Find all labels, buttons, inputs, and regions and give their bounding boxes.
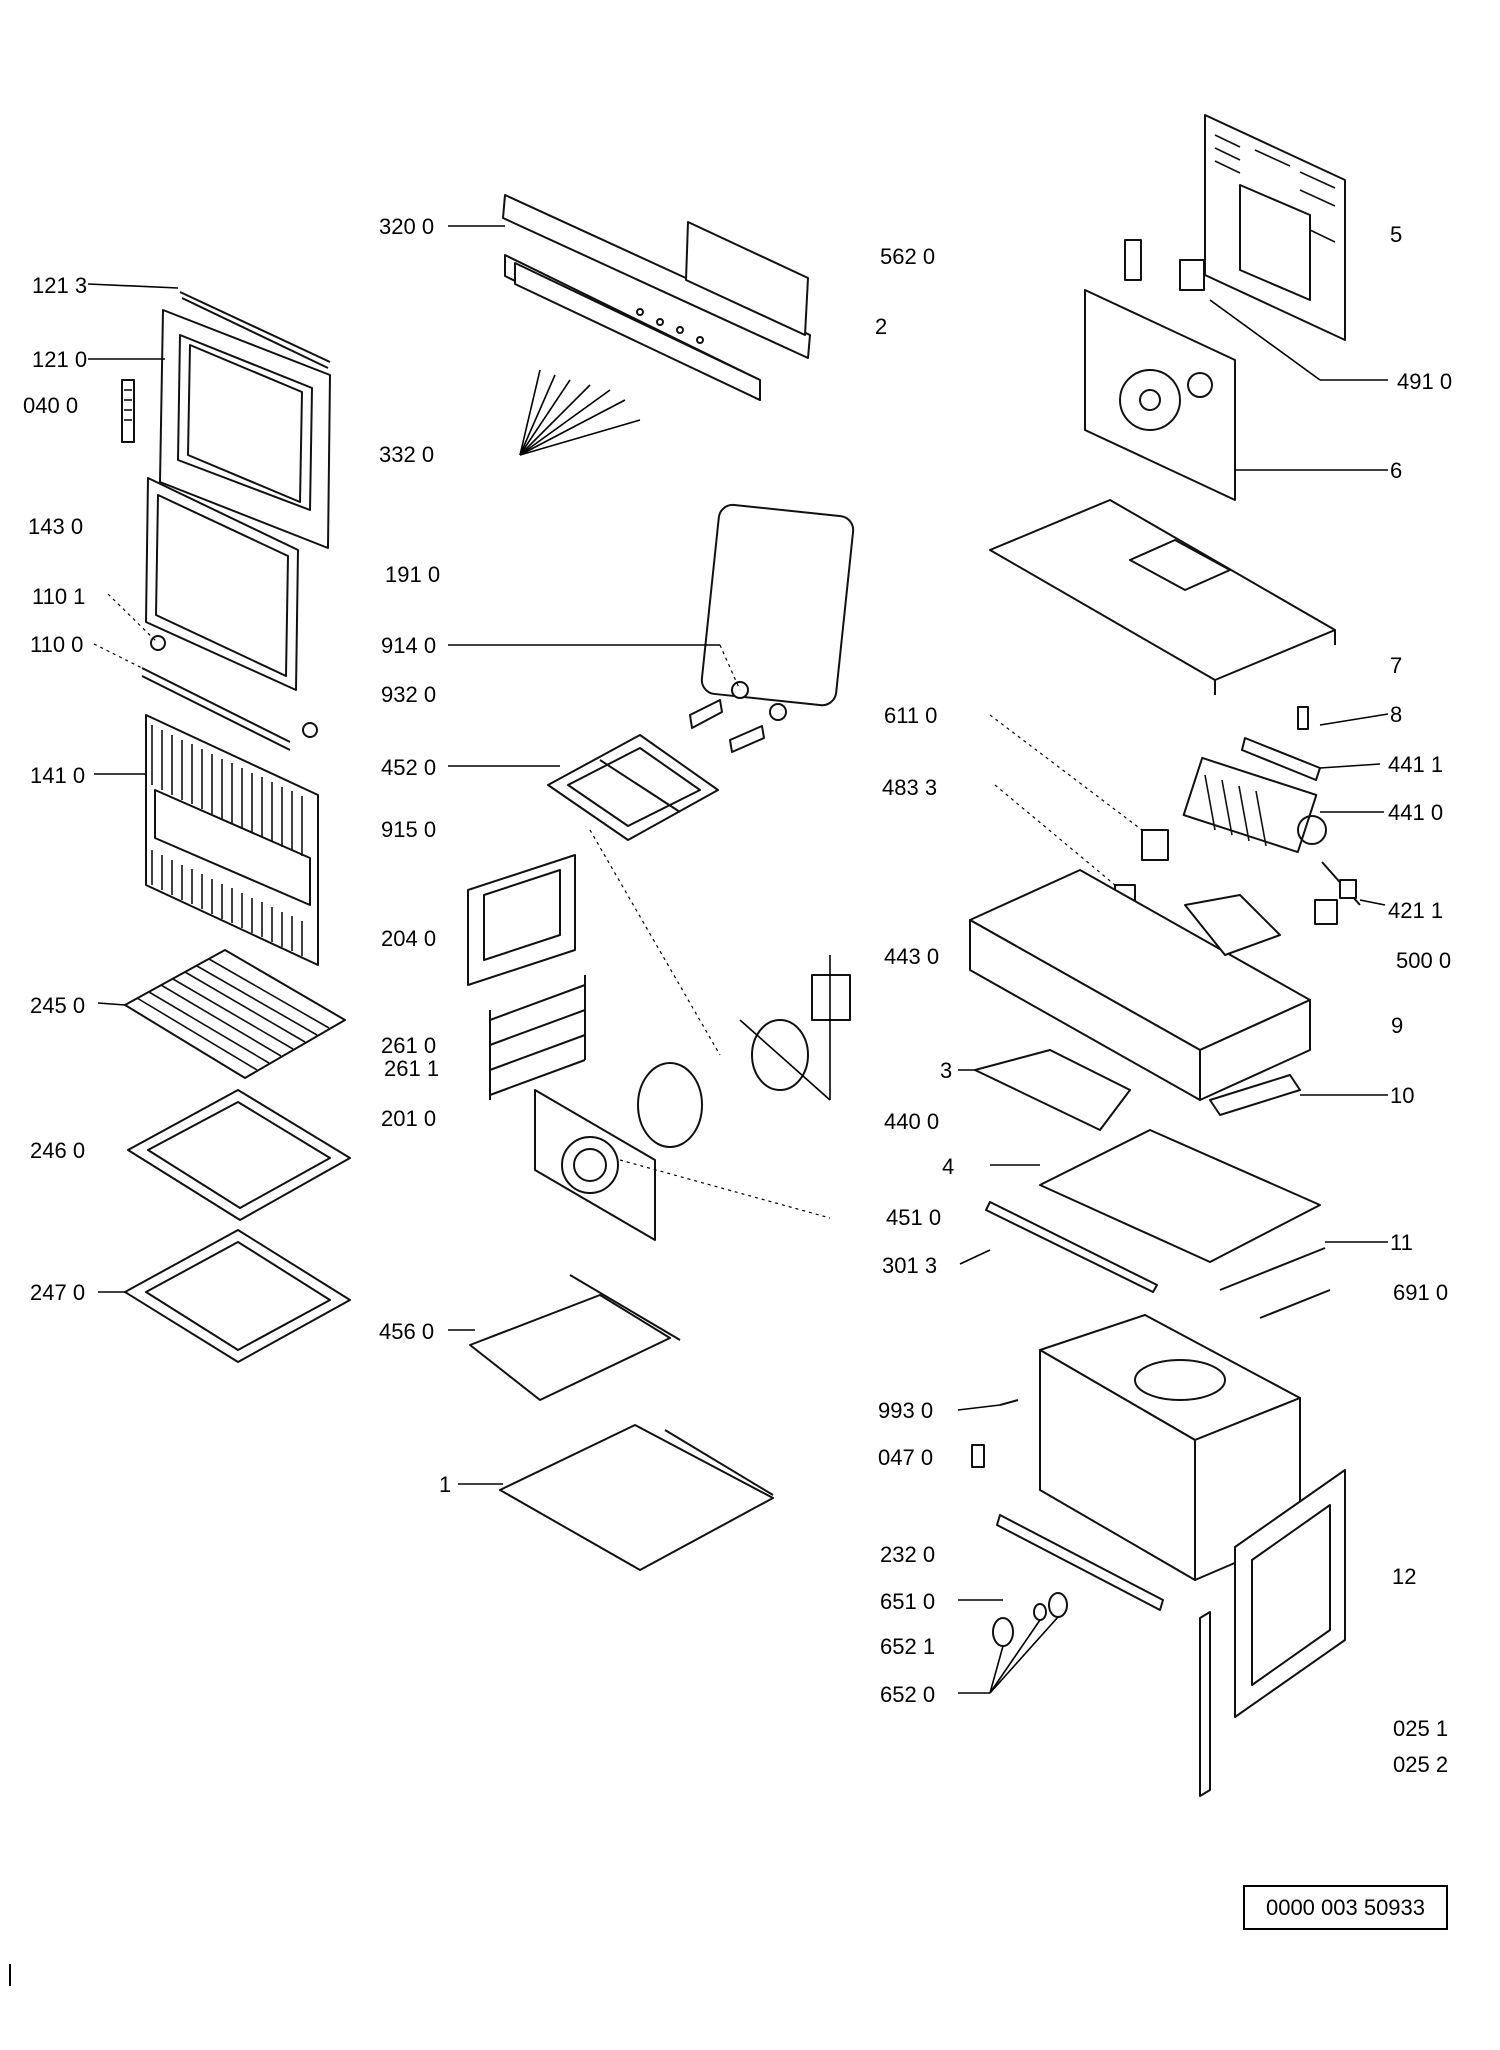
label-261-0: 261 0 [381, 1033, 436, 1058]
reference-number: 0000 003 50933 [1265, 1894, 1426, 1920]
label-441-0: 441 0 [1388, 800, 1443, 825]
label-247-0: 247 0 [30, 1280, 85, 1305]
terminal-block-491-part [1124, 239, 1205, 291]
knob-screws-part [519, 369, 641, 456]
label-6: 6 [1390, 458, 1402, 483]
label-025-2: 025 2 [1393, 1752, 1448, 1777]
panel-3-part [974, 1049, 1131, 1131]
label-204-0: 204 0 [381, 926, 436, 951]
baking-tray-247-part [124, 1229, 351, 1363]
label-10: 10 [1390, 1083, 1414, 1108]
panel-10-part [1209, 1074, 1301, 1116]
label-121-3: 121 3 [32, 273, 87, 298]
reference-number-box: 0000 003 50933 [1243, 1885, 1448, 1930]
switch-8-part [1297, 706, 1309, 730]
label-691-0: 691 0 [1393, 1280, 1448, 1305]
label-1: 1 [439, 1472, 451, 1497]
label-611-0: 611 0 [884, 703, 937, 728]
fan-heater-element-part [547, 681, 787, 841]
label-11: 11 [1390, 1230, 1413, 1255]
label-7: 7 [1390, 653, 1402, 678]
label-040-0: 040 0 [23, 393, 78, 418]
label-261-1: 261 1 [384, 1056, 439, 1081]
label-320-0: 320 0 [379, 214, 434, 239]
oven-cavity-part [1039, 1314, 1301, 1581]
label-421-1: 421 1 [1388, 898, 1443, 923]
bottom-plate-1-part [499, 1424, 774, 1571]
label-121-0: 121 0 [32, 347, 87, 372]
label-451-0: 451 0 [886, 1205, 941, 1230]
label-5: 5 [1390, 222, 1402, 247]
rear-fan-cover-201-part [534, 1089, 656, 1241]
label-3: 3 [940, 1058, 952, 1083]
inner-door-glass-part [145, 477, 299, 691]
label-2: 2 [875, 314, 887, 339]
label-332-0: 332 0 [379, 442, 434, 467]
label-143-0: 143 0 [28, 514, 83, 539]
side-grid-204-part [467, 854, 576, 986]
label-12: 12 [1392, 1564, 1416, 1589]
baking-tray-246-part [127, 1089, 351, 1221]
fan-motor-part [637, 955, 851, 1148]
label-652-1: 652 1 [880, 1634, 935, 1659]
label-456-0: 456 0 [379, 1319, 434, 1344]
label-232-0: 232 0 [880, 1542, 935, 1567]
label-562-0: 562 0 [880, 244, 935, 269]
label-652-0: 652 0 [880, 1682, 935, 1707]
label-440-0: 440 0 [884, 1109, 939, 1134]
label-301-3: 301 3 [882, 1253, 937, 1278]
knob-652-part [992, 1592, 1068, 1647]
label-110-0: 110 0 [30, 632, 83, 657]
label-245-0: 245 0 [30, 993, 85, 1018]
plate-4-part [1039, 1129, 1321, 1263]
label-141-0: 141 0 [30, 763, 85, 788]
door-handle-part [141, 635, 318, 751]
label-915-0: 915 0 [381, 817, 436, 842]
label-452-0: 452 0 [381, 755, 436, 780]
label-246-0: 246 0 [30, 1138, 85, 1163]
leader-lines [87, 225, 1389, 1694]
label-500-0: 500 0 [1396, 948, 1451, 973]
chassis-9-part [969, 869, 1311, 1101]
label-110-1: 110 1 [32, 584, 85, 609]
control-panel-part [502, 194, 811, 401]
bottom-cover-456-part [469, 1274, 681, 1401]
label-932-0: 932 0 [381, 682, 436, 707]
door-panel-141-part [145, 714, 319, 966]
motor-441-part [1182, 737, 1327, 854]
door-hinge-part [121, 379, 135, 443]
label-047-0: 047 0 [878, 1445, 933, 1470]
rod-11-part [1219, 1247, 1331, 1319]
side-rails-261-part [489, 975, 586, 1100]
sensor-421-part [1314, 861, 1361, 925]
top-cover-7-part [989, 499, 1336, 695]
margin-mark [9, 1964, 11, 1986]
label-483-3: 483 3 [882, 775, 937, 800]
wire-rack-part [124, 949, 346, 1079]
label-441-1: 441 1 [1388, 752, 1443, 777]
rear-panel-6-part [1084, 289, 1236, 501]
part-labels: 320 0 562 0 2 5 121 3 121 0 040 0 332 0 … [23, 214, 1452, 1777]
label-9: 9 [1391, 1013, 1403, 1038]
side-door-12-part [1199, 1469, 1346, 1797]
label-914-0: 914 0 [381, 633, 436, 658]
label-4: 4 [942, 1154, 954, 1179]
label-651-0: 651 0 [880, 1589, 935, 1614]
rear-panel-5-part [1204, 114, 1346, 341]
label-201-0: 201 0 [381, 1106, 436, 1131]
screw-993-part [971, 1399, 1019, 1468]
door-outer-frame-part [159, 291, 331, 549]
label-993-0: 993 0 [878, 1398, 933, 1423]
label-025-1: 025 1 [1393, 1716, 1448, 1741]
front-rail-232-part [996, 1514, 1164, 1611]
rail-301-part [985, 1201, 1158, 1293]
label-443-0: 443 0 [884, 944, 939, 969]
label-191-0: 191 0 [385, 562, 440, 587]
door-seal-part [700, 503, 855, 707]
label-8: 8 [1390, 702, 1402, 727]
label-491-0: 491 0 [1397, 369, 1452, 394]
